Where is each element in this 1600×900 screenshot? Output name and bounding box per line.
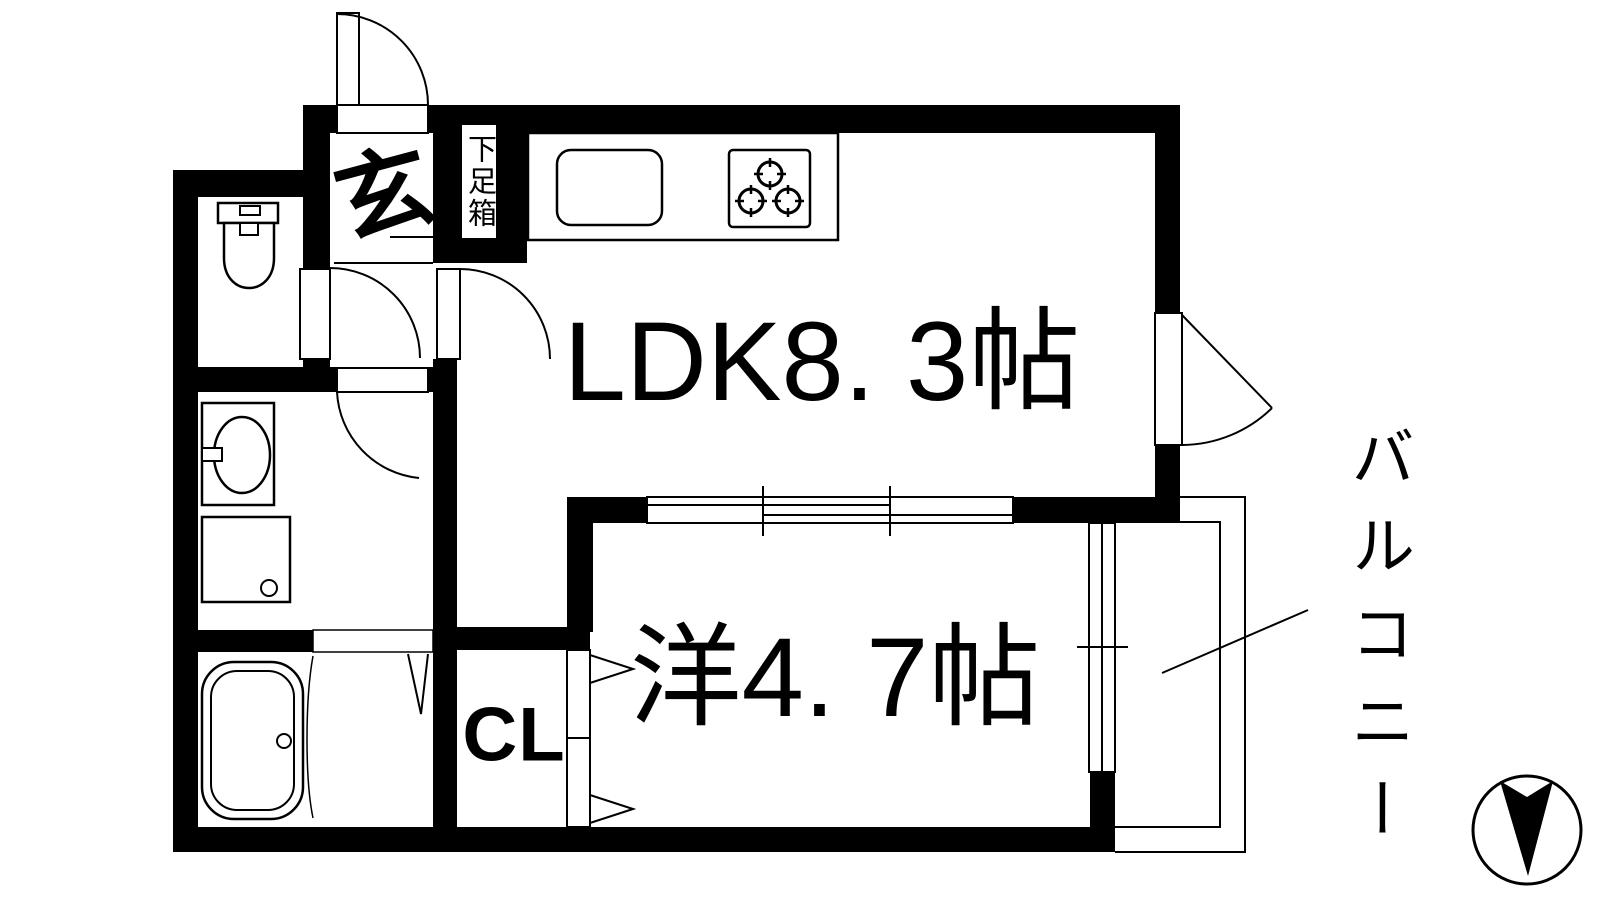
north-arrow-icon <box>1471 774 1583 886</box>
kitchen-sink-icon <box>555 148 664 227</box>
stove-burner-icon <box>735 158 804 217</box>
hall-ldk-door-icon <box>436 268 551 360</box>
balcony-side-door-icon <box>1154 312 1273 446</box>
washroom-door-icon <box>336 367 429 479</box>
bathtub-icon <box>200 655 314 821</box>
western-room-label: 洋4. 7帖 <box>629 615 1041 740</box>
toilet-door-icon <box>299 267 421 360</box>
kitchen-counter-icon <box>526 131 840 242</box>
shoe-box-label: 下足箱 <box>463 133 496 230</box>
entrance-door-icon <box>336 12 429 134</box>
ldk-room-label: LDK8. 3帖 <box>563 299 1081 424</box>
bathroom-folding-door-icon <box>312 629 434 715</box>
entrance-step-lines <box>334 236 433 264</box>
closet-label: CL <box>462 692 566 778</box>
balcony-label: バルコニー <box>1342 424 1414 864</box>
washing-machine-pan-icon <box>200 515 292 604</box>
toilet-icon <box>216 201 280 290</box>
sliding-window-icon <box>1077 522 1128 773</box>
shoe-box: 下足箱 <box>459 122 499 241</box>
balcony-leader-line <box>1161 609 1309 674</box>
balcony-railing-icon <box>1115 496 1246 853</box>
vanity-sink-icon <box>200 401 276 507</box>
closet-folding-door-icon <box>566 649 637 828</box>
sliding-door-icon <box>646 486 1014 536</box>
